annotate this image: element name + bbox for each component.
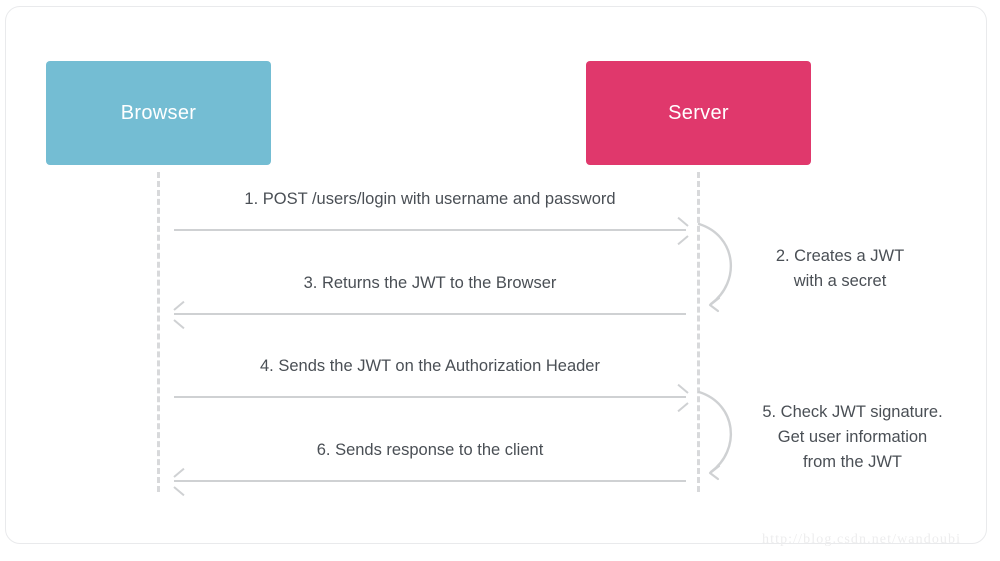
actor-box-server: Server [586,61,811,165]
self-action-5-line-2: Get user information [777,428,928,446]
lifeline-browser [157,172,160,492]
self-action-2-line-1: 2. Creates a JWT [775,247,905,265]
message-3: 3. Returns the JWT to the Browser [160,274,700,326]
message-3-label: 3. Returns the JWT to the Browser [303,274,557,292]
lifeline-server [697,172,700,492]
arrow-left-icon [174,481,187,494]
self-loop-5 [697,388,757,481]
message-1-label: 1. POST /users/login with username and p… [244,190,616,208]
message-6-label: 6. Sends response to the client [316,441,544,459]
message-4-line [174,396,686,398]
actor-label-browser: Browser [120,101,197,124]
message-6: 6. Sends response to the client [160,441,700,493]
arrow-left-icon [174,314,187,327]
message-1-line [174,229,686,231]
message-6-line [174,480,686,482]
self-action-2-line-2: with a secret [793,272,887,290]
message-4: 4. Sends the JWT on the Authorization He… [160,357,700,409]
watermark-text: http://blog.csdn.net/wandoubi [762,532,962,547]
arrow-right-icon [675,230,688,243]
actor-box-browser: Browser [46,61,271,165]
self-action-5-line-1: 5. Check JWT signature. [762,403,943,421]
self-action-5-note: 5. Check JWT signature. Get user informa… [745,400,960,475]
self-loop-2 [697,220,757,313]
actor-label-server: Server [668,101,729,124]
arrow-right-icon [675,397,688,410]
message-1: 1. POST /users/login with username and p… [160,190,700,242]
message-4-label: 4. Sends the JWT on the Authorization He… [260,357,600,375]
self-action-5-line-3: from the JWT [802,453,902,471]
message-3-line [174,313,686,315]
self-action-2-note: 2. Creates a JWT with a secret [745,244,935,294]
